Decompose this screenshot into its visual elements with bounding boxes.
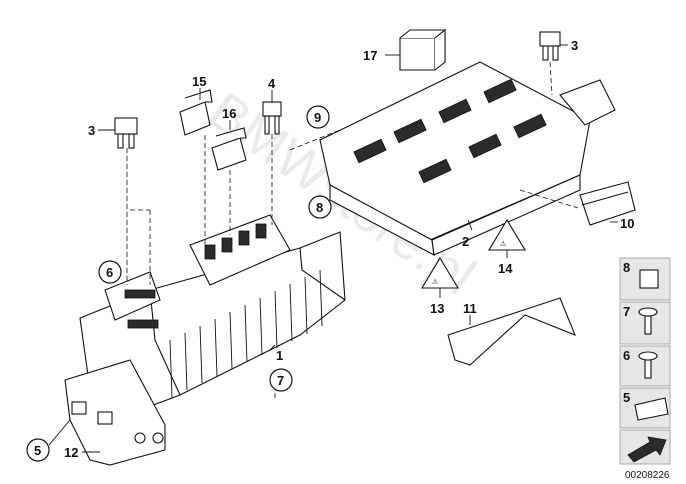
hardware-legend: 8 7 6 5: [619, 257, 671, 465]
screw-icon-2: [638, 351, 658, 361]
fuse-3-right: [539, 31, 561, 61]
svg-text:⚠: ⚠: [432, 278, 438, 286]
callout-12: 12: [64, 445, 78, 460]
callout-14: 14: [498, 261, 513, 276]
document-number: 00208226: [625, 470, 670, 481]
callouts: 3 15 4 16 9 17 3 8 10 2 14 13 11: [26, 38, 634, 462]
cover-10: [579, 181, 636, 226]
screw-icon: [638, 307, 658, 317]
relay-15: [179, 89, 213, 136]
callout-6: 6: [106, 265, 113, 280]
fuse-4: [262, 101, 282, 135]
arrow-icon: [627, 436, 667, 463]
callout-1: 1: [276, 348, 283, 363]
callout-4: 4: [268, 76, 276, 91]
callout-11: 11: [463, 301, 477, 316]
callout-10: 10: [620, 216, 634, 231]
callout-17: 17: [363, 48, 377, 63]
legend-label-7: 7: [623, 304, 630, 319]
svg-text:⚠: ⚠: [500, 240, 506, 248]
relay-17: [399, 28, 447, 71]
callout-9: 9: [314, 110, 321, 125]
callout-15: 15: [192, 74, 206, 89]
fuse-box-main: [64, 214, 346, 466]
assembly-lines: [126, 61, 579, 400]
callout-13: 13: [430, 301, 444, 316]
fuse-3-left: [114, 117, 138, 149]
label-11: [447, 297, 576, 366]
fuse-box-2: [319, 61, 616, 256]
callout-7: 7: [277, 373, 284, 388]
callout-5: 5: [34, 443, 41, 458]
callout-8: 8: [316, 200, 323, 215]
callout-3-right: 3: [571, 38, 578, 53]
legend-label-5: 5: [623, 390, 630, 405]
relay-16: [211, 127, 247, 171]
spring-clip-icon: [634, 397, 669, 421]
legend-label-6: 6: [623, 348, 630, 363]
callout-16: 16: [222, 106, 236, 121]
legend-label-8: 8: [623, 260, 630, 275]
callout-2: 2: [462, 234, 469, 249]
callout-3-left: 3: [88, 123, 95, 138]
clip-nut-icon: [639, 269, 659, 289]
